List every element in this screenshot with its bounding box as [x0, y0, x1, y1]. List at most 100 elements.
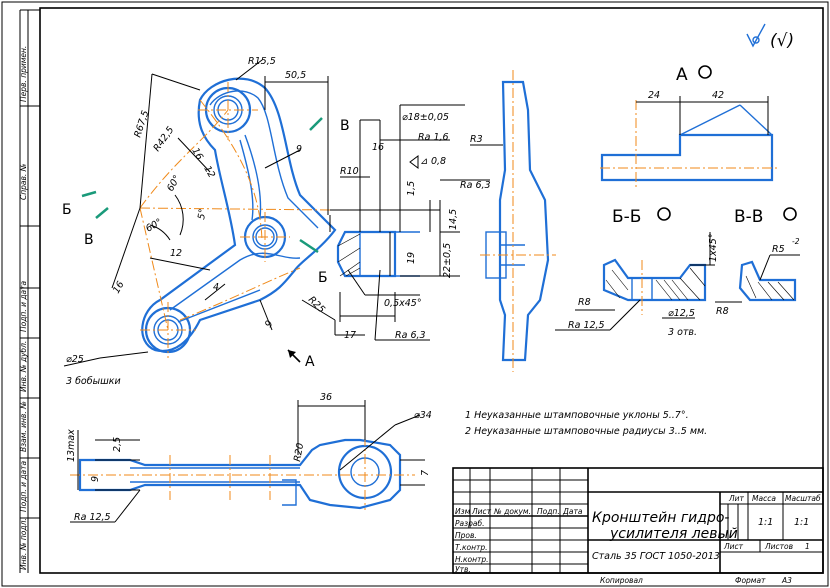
dim-22: 22±0,5	[442, 243, 453, 278]
dim-16-hole: 16	[372, 142, 384, 153]
dim-ra12-5-bottom: Ra 12,5	[74, 512, 111, 523]
dim-13max: 13max	[66, 429, 77, 462]
section-label-v-top: В	[340, 118, 350, 134]
hole-section: ⌀18±0,05 Ra 1,6 16 R10 ⊿ 0,8 1,5 Ra 6,3 …	[329, 104, 491, 341]
stamp-dup-inv: Инв. № дубл.	[19, 341, 28, 392]
technical-notes: 1 Неуказанные штамповочные уклоны 5..7°.…	[465, 410, 707, 437]
section-vv: В-В R5 -2 R8	[715, 207, 800, 317]
format-label: Формат	[735, 576, 766, 585]
dim-r3: R3	[470, 134, 483, 145]
format-value: A3	[781, 576, 792, 585]
dim-angle-60a: 60°	[165, 173, 183, 193]
dim-r67-5: R67,5	[132, 109, 151, 139]
dim-7: 7	[420, 470, 431, 476]
dim-d18: ⌀18±0,05	[402, 112, 449, 123]
role-developer: Разраб.	[455, 519, 484, 528]
dim-9-bottom: 9	[90, 476, 101, 482]
role-checker: Пров.	[455, 531, 477, 540]
dim-24: 24	[648, 90, 660, 101]
section-mark-b-left	[81, 190, 97, 198]
dim-12-lower: 12	[170, 248, 182, 259]
dim-r5: R5	[772, 244, 785, 255]
dim-r8-bb: R8	[578, 297, 591, 308]
header-scale: Масштаб	[785, 494, 821, 503]
material: Сталь 35 ГОСТ 1050-2013	[592, 551, 720, 562]
drawing-frame	[39, 7, 824, 574]
dim-36: 36	[320, 392, 332, 403]
dim-9-lower: 9	[263, 319, 276, 330]
dim-angle-5: 5°	[196, 208, 209, 221]
dim-bosses: 3 бобышки	[66, 376, 121, 387]
stamp-replace-inv: Взам. инв. №	[19, 401, 28, 452]
section-label-b-right: Б	[318, 270, 328, 286]
section-bb: Б-Б 1х45° R8 Ra 12,5 ⌀12,5 3 отв.	[555, 207, 719, 338]
dim-ra12-5-bb: Ra 12,5	[568, 320, 605, 331]
stamp-sign-date-1: Подп. и дата	[19, 281, 28, 332]
header-mass: Масса	[752, 494, 776, 503]
dim-42: 42	[712, 90, 724, 101]
dim-r5-tol: -2	[792, 237, 800, 246]
dim-r42-5: R42,5	[151, 125, 176, 154]
dim-16-lower: 16	[111, 280, 127, 296]
main-view: А В Б В Б R15,5 50,5 R67,5 R42,5 16 12 6…	[62, 56, 365, 387]
row-label-change: Изм	[455, 507, 471, 516]
note-1: 1 Неуказанные штамповочные уклоны 5..7°.	[465, 410, 689, 421]
section-vv-label: В-В	[734, 207, 763, 227]
dim-d25: ⌀25	[66, 354, 84, 365]
title-line-1: Кронштейн гидро-	[592, 510, 729, 526]
dim-2-5: 2,5	[112, 437, 123, 452]
role-norm-control: Н.контр.	[455, 555, 489, 564]
dim-ra1-6: Ra 1,6	[418, 132, 449, 143]
dim-ra6-3-top: Ra 6,3	[460, 180, 491, 191]
section-mark-v-top	[309, 117, 323, 131]
dim-d34: ⌀34	[414, 410, 432, 421]
stamp-first-use: Перв. примен.	[19, 46, 28, 102]
view-arrow-a: А	[305, 354, 315, 370]
stamp-orig-inv: Инв. № подл.	[19, 518, 28, 570]
mass-value: 1:1	[758, 517, 773, 528]
side-view: R3	[470, 70, 556, 372]
roughness-symbol: (√)	[770, 31, 794, 51]
dim-d12-5: ⌀12,5	[668, 308, 695, 319]
dim-4: 4	[213, 282, 219, 293]
dim-1x45: 1х45°	[708, 233, 719, 262]
dim-r8-vv: R8	[716, 306, 729, 317]
stamp-ref-no: Справ. №	[19, 163, 28, 200]
row-label-docno: № докум.	[493, 507, 531, 516]
dim-r15-5: R15,5	[248, 56, 276, 67]
dim-50-5: 50,5	[285, 70, 306, 81]
dim-r25: R25	[306, 294, 327, 315]
left-stamp-strip: Перв. примен. Справ. № Подп. и дата Инв.…	[19, 9, 40, 573]
section-bb-label: Б-Б	[612, 207, 641, 227]
title-block: Лит Масса Масштаб 1:1 1:1 Лист Листов 1 …	[452, 467, 824, 585]
header-lit: Лит	[728, 494, 745, 503]
dim-16-upper: 16	[189, 146, 205, 162]
copied-label: Копировал	[600, 576, 643, 585]
dim-ra6-3-bottom: Ra 6,3	[395, 330, 426, 341]
dim-chamfer: 0,5х45°	[384, 298, 422, 309]
row-label-sign: Подп.	[537, 507, 560, 516]
view-a: А 24 42	[600, 65, 778, 190]
dim-3-holes: 3 отв.	[668, 327, 697, 338]
sheet-label: Лист	[723, 542, 744, 551]
dim-r20: R20	[292, 442, 306, 462]
title-line-2: усилителя левый	[609, 526, 738, 542]
dim-14-5: 14,5	[448, 209, 459, 230]
row-label-sheet: Лист	[471, 507, 492, 516]
dim-r10: R10	[340, 166, 359, 177]
view-a-label: А	[676, 65, 688, 85]
role-tech-control: Т.контр.	[455, 543, 488, 552]
section-mark-b-right	[299, 238, 319, 254]
dim-flatness: ⊿ 0,8	[420, 156, 446, 167]
sheets-count: 1	[805, 542, 810, 551]
section-label-v-left: В	[84, 232, 94, 248]
dim-angle-60b: 60°	[144, 217, 164, 235]
bottom-view: 36 ⌀34 R20 13max 2,5 9 7 Ra 12,5	[66, 392, 432, 523]
role-approved: Утв.	[455, 565, 471, 574]
dim-17: 17	[344, 330, 356, 341]
dim-9-upper: 9	[296, 144, 302, 155]
dim-19: 19	[406, 252, 417, 264]
general-roughness-mark: (√)	[746, 23, 794, 51]
